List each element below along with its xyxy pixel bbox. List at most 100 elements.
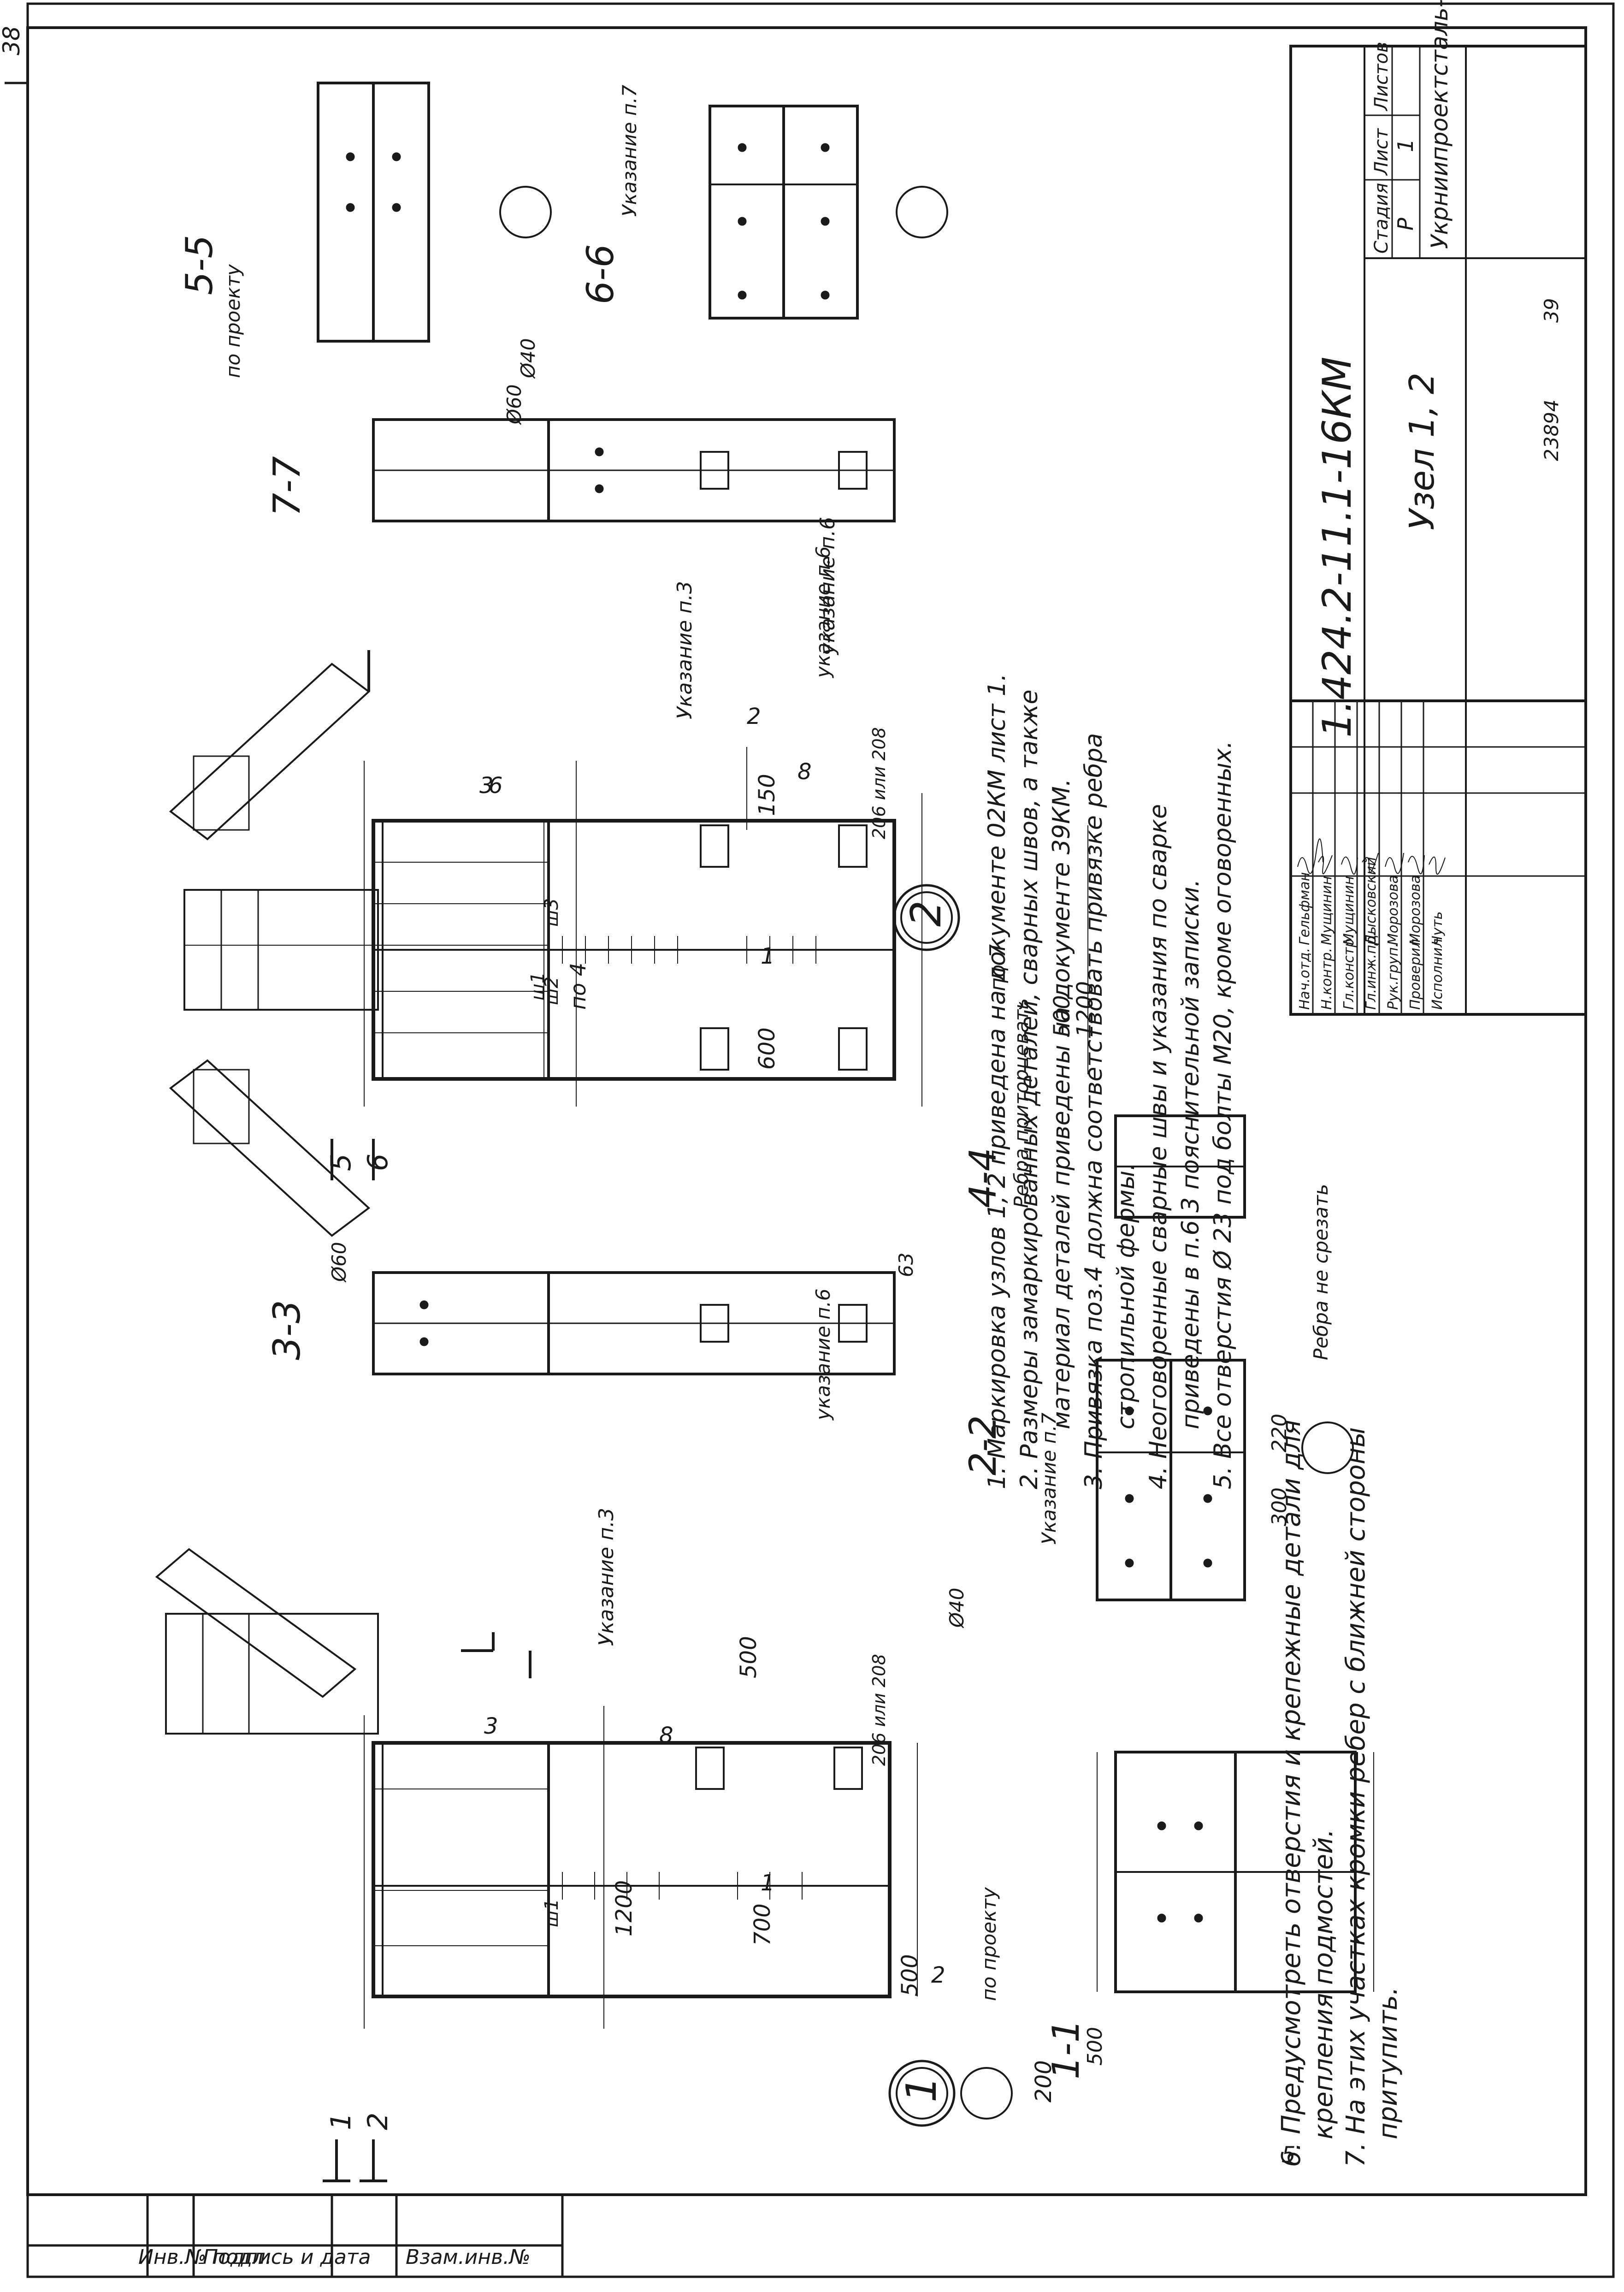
n2-pos-8: 8 — [797, 759, 812, 785]
node-1-view — [155, 1548, 918, 2029]
section-7-7-label: 7-7 — [266, 456, 308, 516]
section-4-4-label: 4-4 — [962, 1148, 1004, 1208]
section-6-6 — [709, 105, 859, 320]
section-3-3-ukazanie: указание п.6 — [812, 1288, 834, 1421]
section-6-6-label: 6-6 — [579, 244, 622, 304]
node-2-marker — [893, 884, 960, 951]
sig-name-6: Морозова — [1407, 875, 1423, 945]
sig-name-5: Морозова — [1385, 875, 1401, 945]
stamp-vzam-inv: Взам.инв.№ — [406, 2245, 531, 2269]
sig-name-3: Мущинин — [1341, 876, 1357, 945]
section-2-2-ukazanie: Указание п.7 — [1038, 1412, 1060, 1545]
section-2-2 — [1096, 1359, 1246, 1601]
sig-name-1: Гельфман — [1297, 872, 1313, 945]
n2-dim-500: 500 — [1049, 995, 1075, 1037]
n2-weld-w1: ш1 — [527, 972, 549, 1001]
n1-dim-500b: 500 — [897, 1954, 923, 1996]
section-4-4-pritorcevat: Ребра приторцевать — [1010, 998, 1033, 1208]
n2-ukazanie-p3: Указание п.3 — [673, 581, 697, 719]
n1-pos-8: 8 — [659, 1723, 673, 1748]
section-3-3-dim-63: 63 — [895, 1253, 917, 1277]
section-4-4-ne-srezat: Ребра не срезать — [1310, 1184, 1332, 1360]
section-6-6-d40: Ø40 — [517, 338, 539, 379]
sig-role-4: Гл.инж.пр. — [1363, 932, 1379, 1010]
section-3-3-label: 3-3 — [266, 1300, 308, 1360]
node-2-label: 2 — [902, 900, 951, 927]
outer-border — [26, 2, 1615, 2278]
section-2-2-dim-220: 220 — [1268, 1414, 1291, 1452]
section-6-6-ukazanie: Указание п.7 — [618, 84, 641, 217]
cut-markers — [323, 650, 531, 2182]
sig-role-5: Рук.груп. — [1385, 943, 1401, 1010]
stage-label: Стадия — [1371, 183, 1392, 254]
node-1-marker — [888, 2060, 956, 2127]
n1-pos-1: 1 — [761, 1870, 775, 1896]
note-4: 4. Неоговоренные сварные швы и указания … — [1145, 804, 1172, 1489]
n2-po7: по 7 — [985, 944, 1010, 991]
sheet-label: Лист — [1371, 128, 1392, 176]
note-6b: крепления подмостей. — [1309, 1829, 1339, 2139]
sheet-no: 1 — [1393, 139, 1418, 152]
section-5-5-marker — [499, 186, 552, 238]
section-5-5 — [317, 82, 430, 343]
drawing-frame — [26, 26, 1587, 2196]
n1-ukazanie-p3: Указание п.3 — [595, 1508, 618, 1646]
stamp-signature-date: Подпись и дата — [203, 2245, 371, 2269]
section-2-2-label: 2-2 — [962, 1415, 1004, 1475]
note-6: 6. Предусмотреть отверстия и крепежные д… — [1276, 1420, 1306, 2167]
section-1-1 — [1097, 1751, 1374, 1993]
n1-dim-200: 200 — [1031, 2060, 1057, 2102]
note-3: 3. Привязка поз.4 должна соответствовать… — [1080, 733, 1108, 1489]
n2-po4: по 4 — [566, 963, 591, 1010]
section-2-2-marker — [1301, 1421, 1354, 1474]
section-1-1-po-proektu: по проекту — [978, 1887, 1000, 2001]
section-7-7 — [372, 418, 896, 522]
section-2-2-d40: Ø40 — [945, 1587, 968, 1629]
n2-weld-w2: ш2 — [541, 977, 562, 1005]
n2-pos-2: 2 — [747, 704, 761, 729]
drawing-title: Узел 1, 2 — [1402, 373, 1442, 530]
stamp-inv-podl: Инв.№ подл. — [138, 2245, 272, 2269]
section-5-5-label: 5-5 — [178, 235, 221, 295]
n2-pos-1: 1 — [761, 943, 775, 969]
organization: Укрниипроектсталь-конструкция — [1426, 0, 1453, 249]
cut-5: 5 — [325, 1154, 357, 1171]
section-1-1-label: 1-1 — [1045, 2019, 1087, 2079]
node-2-view — [169, 663, 1088, 1237]
n2-ukazanie-p6: указание п.6 — [816, 517, 839, 656]
sig-name-4: Дысковский — [1363, 857, 1379, 946]
node-1-label: 1 — [898, 2076, 946, 2102]
section-3-3-d60: Ø60 — [328, 1242, 350, 1283]
n2-weld-w3: ш3 — [541, 898, 562, 927]
n1-dim-1200: 1200 — [611, 1880, 637, 1937]
n2-dim-1200: 1200 — [1072, 981, 1098, 1037]
section-2-2-dim-300: 300 — [1268, 1487, 1291, 1526]
n2-pos-3: 3 — [479, 773, 494, 799]
section-5-5-po-proektu: по проекту — [222, 264, 244, 378]
sheets-label: Листов — [1371, 42, 1392, 112]
section-1-1-marker — [960, 2067, 1013, 2120]
sig-name-7: Чуть — [1429, 912, 1446, 945]
section-3-3 — [372, 1271, 896, 1375]
stage-value: Р — [1393, 218, 1418, 231]
archive-page: 39 — [1540, 298, 1563, 323]
n2-dim-600: 600 — [754, 1027, 780, 1070]
sig-role-2: Н.контр. — [1319, 948, 1335, 1010]
n2-ili: 206 или 208 — [869, 727, 889, 839]
note-2b: материал деталей приведены на документе … — [1048, 779, 1075, 1429]
n1-weld-w1: ш1 — [541, 1899, 562, 1927]
note-1: 1. Маркировка узлов 1, 2 приведена на до… — [983, 674, 1011, 1489]
drawing-code: 1.424.2-11.1-16КМ — [1314, 357, 1360, 738]
n1-dim-500: 500 — [736, 1636, 762, 1678]
section-7-7-ukazanie: указание п.6 — [812, 546, 834, 679]
sig-role-3: Гл.констр. — [1341, 934, 1357, 1010]
sig-role-6: Проверил — [1407, 939, 1423, 1010]
section-4-4 — [1114, 1114, 1246, 1219]
sig-role-7: Исполнил — [1429, 939, 1446, 1010]
section-1-1-pos-5: 5 — [1281, 2142, 1296, 2168]
section-6-6-marker — [896, 186, 948, 238]
n2-dim-150: 150 — [754, 774, 780, 816]
n1-pos-3: 3 — [484, 1713, 498, 1739]
note-2: 2. Размеры замаркированных деталей, свар… — [1016, 689, 1043, 1489]
